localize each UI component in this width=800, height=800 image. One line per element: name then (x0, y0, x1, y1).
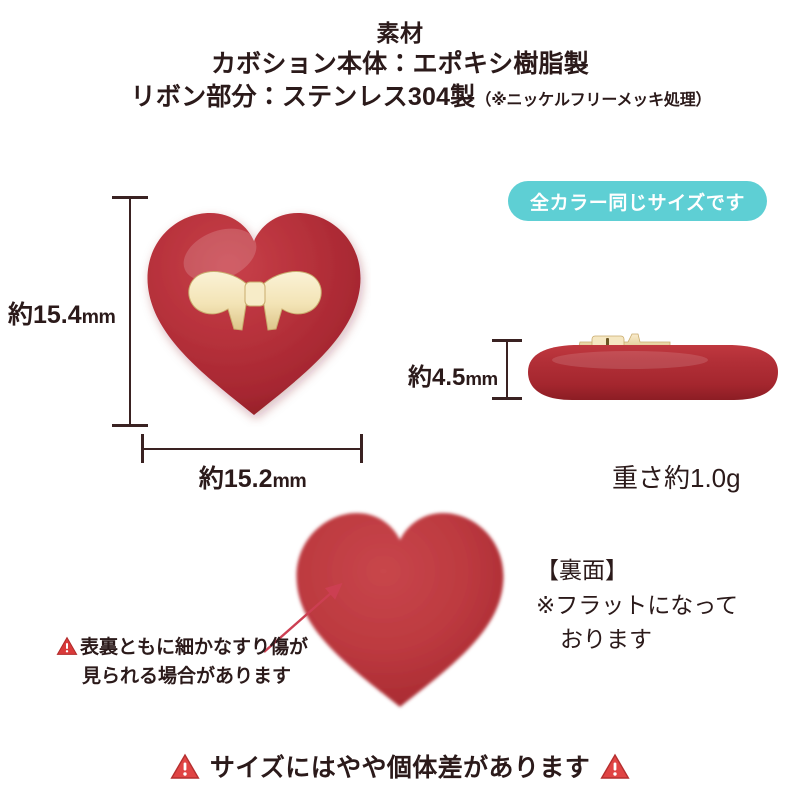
heart-back-view-image (296, 513, 504, 707)
side-body-shape (528, 345, 778, 400)
page-title: 素材 (376, 20, 424, 46)
front-width-cap-left (141, 434, 144, 463)
material-ribbon-line: リボン部分：ステンレス304製（※ニッケルフリーメッキ処理） (0, 81, 800, 114)
front-height-cap-top (112, 196, 148, 199)
material-ribbon-text: リボン部分：ステンレス304製 (130, 83, 476, 112)
material-header: 素材 カボション本体：エポキシ樹脂製 リボン部分：ステンレス304製（※ニッケル… (0, 18, 800, 114)
front-height-unit: mm (81, 306, 116, 328)
back-note-line2: おります (560, 626, 652, 652)
warning-triangle-icon (56, 636, 78, 655)
side-thickness-dimension-line (506, 341, 508, 399)
front-width-cap-right (360, 434, 363, 463)
front-width-unit: mm (272, 470, 307, 492)
front-height-label: 約15.4mm (8, 295, 116, 331)
all-colors-same-size-badge: 全カラー同じサイズです (508, 181, 768, 221)
front-width-dimension-line (142, 448, 363, 450)
weight-label: 重さ約1.0g (612, 463, 741, 493)
heart-shape (147, 213, 361, 415)
scratch-pointer-arrow-icon (263, 582, 343, 653)
size-variance-warning: サイズにはやや個体差があります (0, 748, 800, 784)
heart-side-view-image (528, 333, 778, 400)
badge-label: 全カラー同じサイズです (530, 192, 746, 214)
front-height-cap-bottom (112, 424, 148, 427)
side-thickness-label: 約4.5mm (408, 357, 498, 392)
front-width-value: 約15.2 (198, 465, 273, 493)
front-width-label: 約15.2mm (142, 459, 363, 495)
gold-bow-icon (188, 271, 322, 331)
back-note-title: 【裏面】 (536, 557, 628, 583)
material-ribbon-note: （※ニッケルフリーメッキ処理） (475, 92, 712, 110)
back-note-line1: ※フラットになって (536, 591, 739, 618)
scratch-warning-note: 表裏ともに細かなすり傷が 見られる場合があります (56, 634, 356, 691)
warning-triangle-icon-right (600, 753, 630, 779)
back-side-note: 【裏面】 ※フラットになって おります (536, 553, 738, 657)
scratch-note-text1: 表裏ともに細かなすり傷が (80, 637, 309, 658)
heart-highlight (183, 228, 257, 282)
side-thickness-cap-bottom (492, 397, 522, 400)
side-thickness-unit: mm (465, 368, 498, 389)
heart-back-shape (296, 513, 504, 707)
side-thickness-value: 約4.5 (408, 364, 466, 391)
scratch-note-line2: 見られる場合があります (82, 665, 292, 687)
size-variance-label: サイズにはやや個体差があります (209, 754, 591, 782)
side-thickness-cap-top (492, 339, 522, 342)
front-height-dimension-line (129, 198, 131, 426)
warning-triangle-icon-left (170, 753, 200, 779)
material-body-line: カボション本体：エポキシ樹脂製 (210, 50, 589, 79)
heart-front-view-image (147, 213, 361, 415)
scratch-note-line1: 表裏ともに細かなすり傷が (56, 636, 309, 658)
front-height-value: 約15.4 (8, 301, 82, 329)
side-highlight (552, 351, 708, 369)
